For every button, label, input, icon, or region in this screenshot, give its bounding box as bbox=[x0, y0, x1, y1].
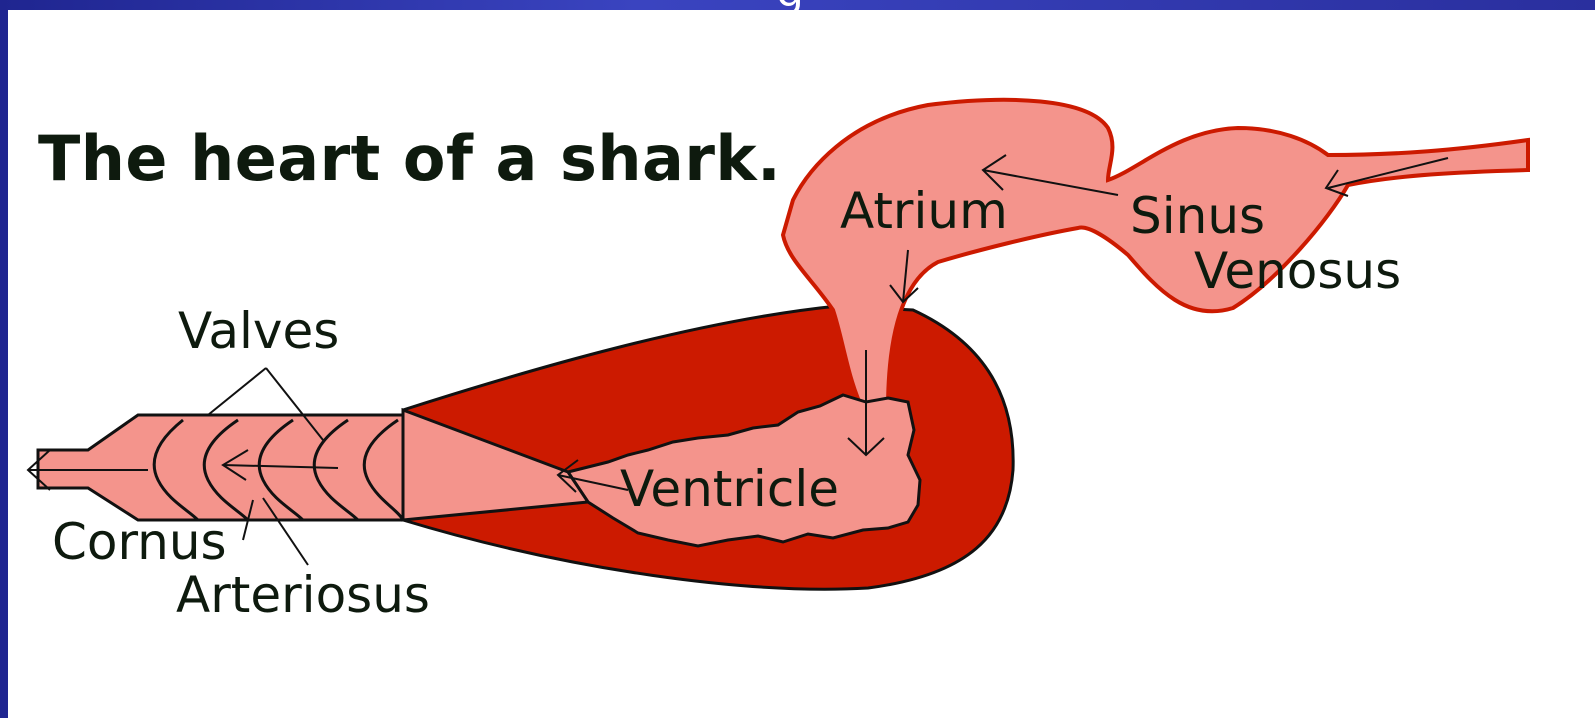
label-sinus: Sinus bbox=[1130, 187, 1265, 245]
label-atrium: Atrium bbox=[840, 182, 1008, 240]
label-arteriosus: Arteriosus bbox=[176, 566, 430, 624]
cornus-arteriosus-tube bbox=[38, 415, 403, 520]
label-valves: Valves bbox=[178, 302, 339, 360]
label-ventricle: Ventricle bbox=[620, 460, 839, 518]
diagram-panel: The heart of a shark. Atrium Sinus Venos… bbox=[8, 10, 1595, 718]
label-venosus: Venosus bbox=[1194, 242, 1401, 300]
diagram-caption: The heart of a shark. bbox=[38, 122, 781, 195]
label-cornus: Cornus bbox=[52, 513, 227, 571]
